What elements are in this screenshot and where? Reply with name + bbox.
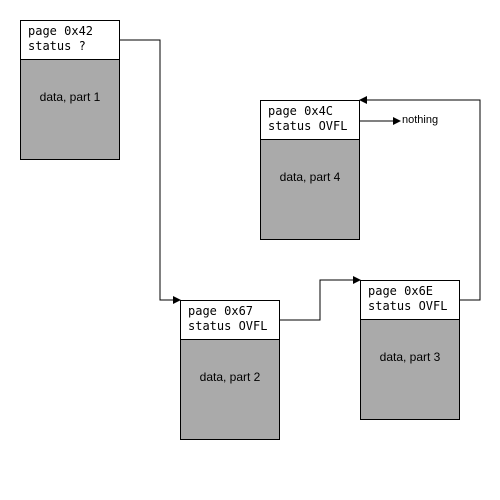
page-header: page 0x4C status OVFL — [260, 100, 360, 140]
page-data-label: data, part 3 — [379, 350, 441, 364]
page-data-label: data, part 1 — [39, 90, 101, 104]
page-status-label: status OVFL — [368, 299, 448, 313]
page-id-label: page 0x42 — [28, 24, 94, 38]
page-data-area: data, part 3 — [360, 319, 460, 420]
page-header: page 0x42 status ? — [20, 20, 120, 60]
page-status-label: status OVFL — [188, 319, 268, 333]
page-status-label: status OVFL — [268, 119, 348, 133]
page-data-label: data, part 4 — [279, 170, 341, 184]
page-status-label: status ? — [28, 39, 86, 53]
page-id-label: page 0x6E — [368, 284, 434, 298]
link-0x67-to-0x6E — [280, 276, 361, 321]
link-0x42-to-0x67 — [120, 39, 181, 304]
page-id-label: page 0x4C — [268, 104, 334, 118]
page-data-area: data, part 2 — [180, 339, 280, 440]
page-data-area: data, part 4 — [260, 139, 360, 240]
page-id-label: page 0x67 — [188, 304, 254, 318]
terminal-label: nothing — [402, 114, 439, 126]
page-data-area: data, part 1 — [20, 59, 120, 160]
link-0x6E-to-0x4C — [359, 96, 481, 301]
page-data-label: data, part 2 — [199, 370, 261, 384]
page-header: page 0x6E status OVFL — [360, 280, 460, 320]
page-header: page 0x67 status OVFL — [180, 300, 280, 340]
